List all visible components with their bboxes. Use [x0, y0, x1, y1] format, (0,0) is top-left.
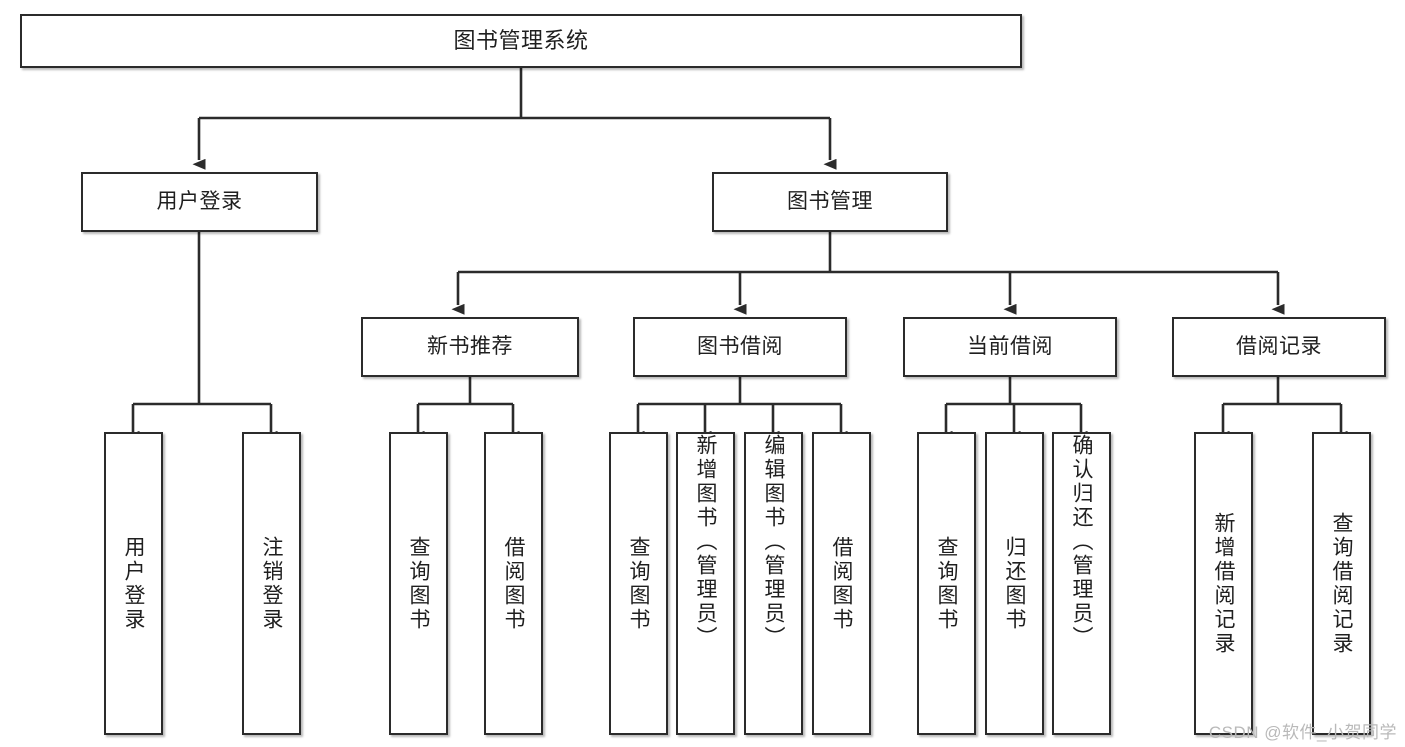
leaf-borrow-record-add-record[interactable]: 新增借阅记录 [1194, 432, 1253, 735]
leaf-new-book-borrow-book[interactable]: 借阅图书 [484, 432, 543, 735]
node-root-book-management-system[interactable]: 图书管理系统 [20, 14, 1022, 68]
node-label: 查询图书 [407, 535, 430, 632]
leaf-user-login-logout[interactable]: 注销登录 [242, 432, 301, 735]
node-label: 借阅图书 [502, 535, 525, 632]
node-label: 新书推荐 [427, 335, 513, 359]
leaf-book-borrow-edit-book-admin[interactable]: 编辑图书（管理员） [744, 432, 803, 735]
node-label: 查询借阅记录 [1330, 511, 1353, 656]
node-label: 图书管理系统 [453, 27, 589, 53]
node-user-login[interactable]: 用户登录 [81, 172, 318, 232]
node-label: 查询图书 [935, 535, 958, 632]
node-label: 借阅记录 [1236, 335, 1322, 359]
node-label: 确认归还（管理员） [1070, 434, 1093, 650]
node-label: 借阅图书 [830, 535, 853, 632]
node-book-borrow[interactable]: 图书借阅 [633, 317, 847, 377]
node-label: 图书借阅 [697, 335, 783, 359]
node-label: 注销登录 [260, 535, 283, 632]
node-book-management[interactable]: 图书管理 [712, 172, 948, 232]
node-label: 图书管理 [787, 190, 873, 214]
leaf-current-borrow-confirm-return-admin[interactable]: 确认归还（管理员） [1052, 432, 1111, 735]
leaf-book-borrow-add-book-admin[interactable]: 新增图书（管理员） [676, 432, 735, 735]
node-label: 用户登录 [156, 190, 243, 214]
node-label: 用户登录 [122, 535, 145, 632]
csdn-watermark: CSDN @软件_小贺同学 [1208, 723, 1397, 742]
node-label: 编辑图书（管理员） [762, 434, 785, 650]
node-current-borrow[interactable]: 当前借阅 [903, 317, 1117, 377]
node-label: 新增借阅记录 [1212, 511, 1235, 656]
node-label: 新增图书（管理员） [694, 434, 717, 650]
node-new-book-recommend[interactable]: 新书推荐 [361, 317, 579, 377]
node-label: 归还图书 [1003, 535, 1026, 632]
leaf-book-borrow-query-book[interactable]: 查询图书 [609, 432, 668, 735]
leaf-new-book-query-book[interactable]: 查询图书 [389, 432, 448, 735]
node-borrow-record[interactable]: 借阅记录 [1172, 317, 1386, 377]
node-label: 查询图书 [627, 535, 650, 632]
leaf-borrow-record-query-record[interactable]: 查询借阅记录 [1312, 432, 1371, 735]
node-label: 当前借阅 [967, 335, 1053, 359]
leaf-book-borrow-borrow-book[interactable]: 借阅图书 [812, 432, 871, 735]
leaf-current-borrow-return-book[interactable]: 归还图书 [985, 432, 1044, 735]
leaf-current-borrow-query-book[interactable]: 查询图书 [917, 432, 976, 735]
leaf-user-login-login[interactable]: 用户登录 [104, 432, 163, 735]
